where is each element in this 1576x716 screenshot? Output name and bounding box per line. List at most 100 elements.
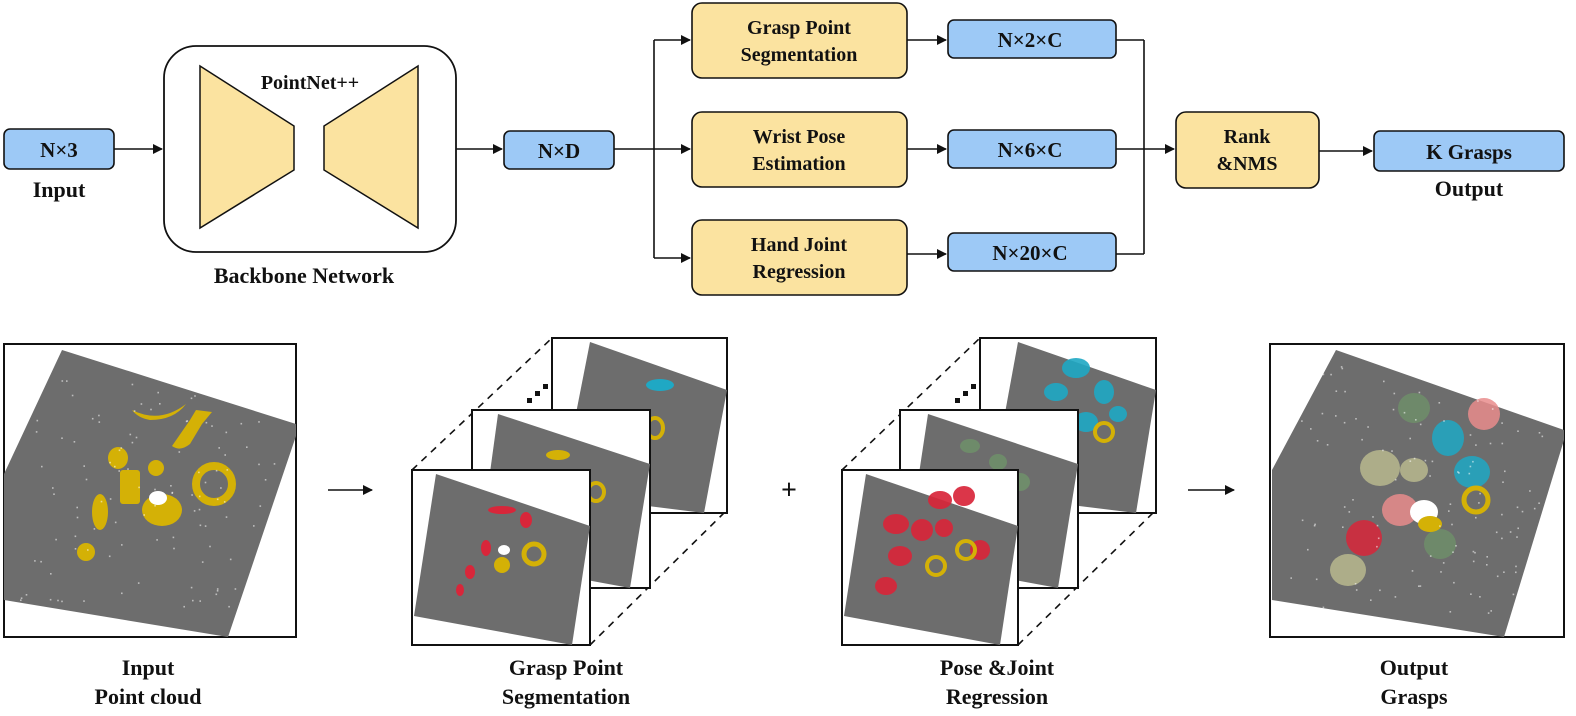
speckle (1472, 460, 1474, 463)
speckle (42, 362, 45, 365)
output-box-2-label: N×6×C (998, 138, 1063, 162)
speckle (61, 437, 63, 439)
speckle (157, 391, 159, 394)
speckle (1498, 404, 1501, 407)
speckle (22, 424, 25, 427)
speckle (209, 545, 211, 548)
speckle (201, 561, 204, 563)
speckle (87, 549, 89, 551)
speckle (1478, 502, 1480, 504)
speckle (1392, 408, 1395, 411)
speckle (258, 463, 260, 466)
final-output-label: K Grasps (1426, 140, 1512, 164)
speckle (1431, 460, 1434, 463)
speckle (1451, 523, 1453, 526)
speckle (222, 366, 225, 369)
speckle (1489, 442, 1492, 445)
speckle (35, 431, 38, 433)
speckle (91, 417, 94, 420)
speckle (273, 463, 276, 465)
speckle (172, 536, 175, 539)
speckle (1541, 435, 1544, 438)
speckle (1314, 523, 1316, 526)
speckle (1322, 373, 1325, 376)
speckle (183, 605, 185, 608)
speckle (1472, 560, 1475, 563)
speckle (1393, 392, 1396, 395)
speckle (1409, 460, 1412, 462)
speckle (1290, 394, 1292, 396)
speckle (1335, 390, 1338, 392)
speckle (1367, 426, 1369, 428)
speckle (223, 501, 226, 503)
speckle (156, 539, 158, 541)
speckle (1485, 393, 1487, 395)
speckle (1413, 457, 1416, 460)
speckle (1486, 556, 1488, 558)
speckle (1403, 411, 1406, 414)
speckle (199, 524, 202, 527)
speckle (76, 506, 78, 509)
output-box-3 (947, 232, 1117, 272)
speckle (1513, 409, 1515, 412)
speckle (1501, 422, 1503, 424)
speckle (135, 436, 138, 439)
head-grasp-point-segmentation (691, 2, 908, 79)
speckle (194, 395, 196, 397)
speckle (1348, 511, 1351, 513)
speckle (1470, 593, 1472, 595)
speckle (242, 598, 244, 600)
speckle (1335, 415, 1337, 417)
speckle (1521, 510, 1524, 513)
encoder-trapezoid (199, 64, 295, 230)
caption-3-line-1: Pose &Joint (940, 655, 1055, 680)
speckle (41, 465, 43, 468)
speckle (1512, 593, 1515, 596)
speckle (1342, 526, 1344, 528)
rank-line-1: Rank (1224, 126, 1272, 148)
speckle (1290, 577, 1292, 579)
speckle (266, 596, 268, 598)
panel-1-cloud (4, 350, 296, 637)
speckle (73, 441, 76, 443)
speckle (1501, 442, 1504, 445)
output-box-1-label: N×2×C (998, 28, 1063, 52)
speckle (240, 422, 243, 425)
speckle (36, 419, 39, 422)
speckle (150, 408, 152, 411)
speckle (234, 588, 237, 590)
speckle (1361, 438, 1363, 441)
speckle (288, 379, 290, 382)
speckle (171, 491, 174, 494)
speckle (1424, 459, 1427, 462)
speckle (1393, 365, 1395, 368)
speckle (1313, 524, 1316, 527)
speckle (1504, 470, 1506, 473)
speckle (1497, 387, 1500, 389)
rank-nms-box (1175, 111, 1320, 189)
speckle (253, 525, 255, 527)
caption-3-line-2: Regression (946, 684, 1048, 709)
speckle (1469, 465, 1472, 468)
speckle (289, 417, 291, 419)
speckle (1419, 585, 1422, 587)
final-output-box (1373, 130, 1565, 172)
panel-3-ellipsis (955, 384, 976, 403)
speckle (120, 447, 123, 449)
speckle (129, 433, 132, 436)
speckle (1467, 391, 1470, 393)
head-1-line-2: Segmentation (741, 44, 858, 66)
speckle (1536, 542, 1538, 544)
speckle (137, 582, 140, 584)
speckle (258, 421, 260, 423)
speckle (1412, 505, 1414, 507)
speckle (70, 611, 73, 614)
speckle (1538, 374, 1540, 377)
speckle (1495, 531, 1498, 534)
speckle (74, 535, 77, 538)
speckle (204, 525, 207, 527)
backbone-caption: Backbone Network (214, 263, 395, 288)
speckle (121, 544, 123, 546)
rank-line-2: &NMS (1216, 153, 1277, 175)
speckle (114, 465, 116, 468)
